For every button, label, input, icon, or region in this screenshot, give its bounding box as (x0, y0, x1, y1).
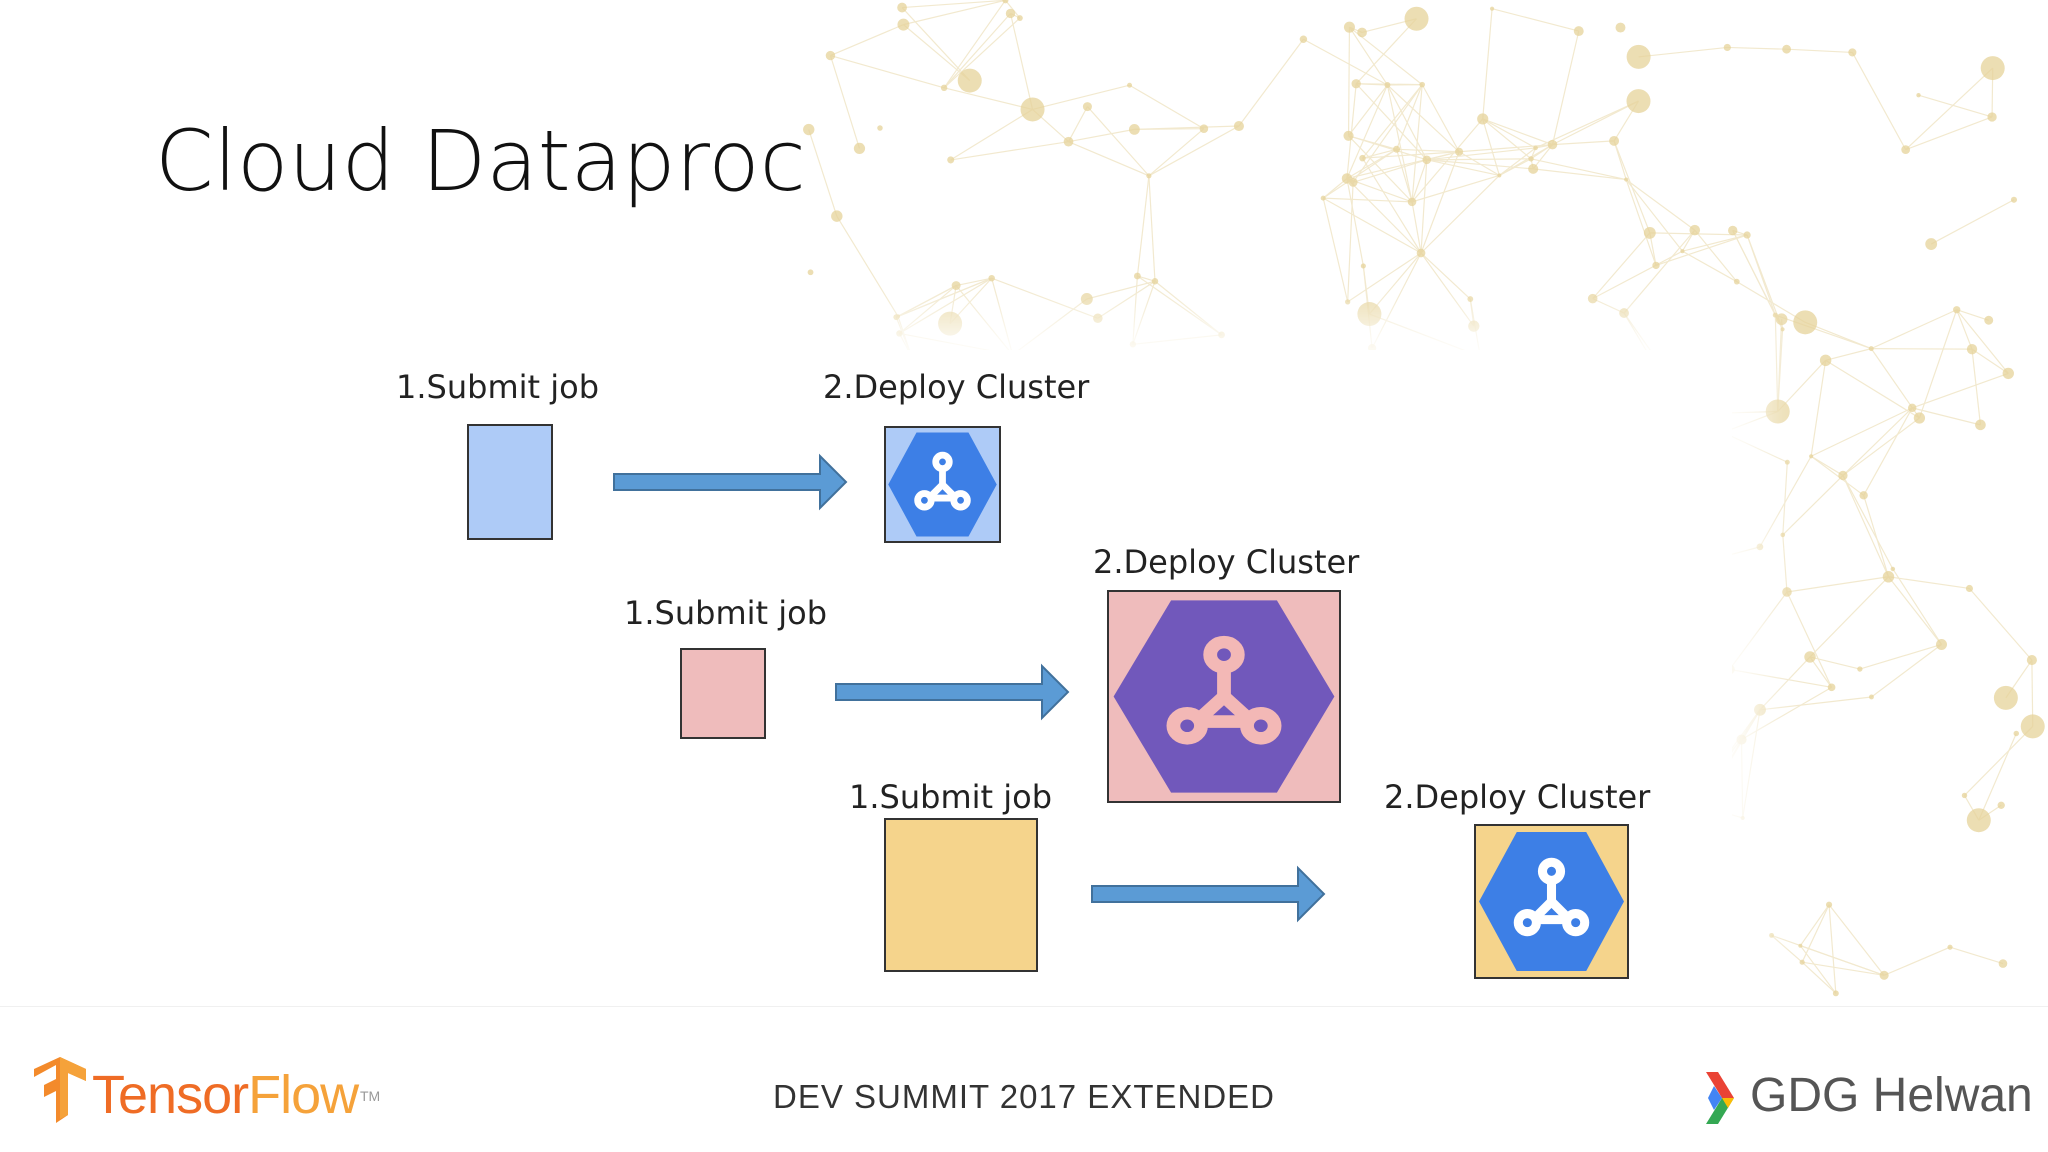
tensorflow-word-part2: Flow (248, 1065, 359, 1125)
row2-deploy-label: 2.Deploy Cluster (1093, 543, 1360, 581)
row3-arrow (1091, 865, 1326, 923)
row2-submit-label: 1.Submit job (624, 594, 827, 632)
row3-deploy-label: 2.Deploy Cluster (1384, 778, 1651, 816)
row2-job-box (680, 648, 766, 739)
row1-job-box (467, 424, 553, 540)
footer-divider (0, 1006, 2048, 1007)
row1-arrow (613, 453, 848, 511)
dataproc-icon (1479, 832, 1624, 971)
dataproc-icon (888, 432, 997, 537)
event-name: DEV SUMMIT 2017 EXTENDED (772, 1078, 1276, 1115)
slide-title: Cloud Dataproc (155, 112, 806, 210)
row2-arrow (835, 663, 1070, 721)
row1-submit-label: 1.Submit job (396, 368, 599, 406)
trademark-mark: TM (360, 1088, 381, 1104)
gdg-chevron-icon (1706, 1072, 1734, 1124)
gdg-helwan-brand: GDG Helwan (1750, 1069, 2033, 1122)
row3-cluster-box (1474, 824, 1629, 979)
tensorflow-wordmark: TensorFlow (92, 1064, 359, 1126)
row1-cluster-box (884, 426, 1001, 543)
row2-cluster-box (1107, 590, 1341, 803)
row1-deploy-label: 2.Deploy Cluster (823, 368, 1090, 406)
row3-job-box (884, 818, 1038, 972)
dataproc-icon (1113, 600, 1335, 793)
tensorflow-word-part1: Tensor (92, 1065, 249, 1125)
tensorflow-icon (34, 1057, 86, 1123)
row3-submit-label: 1.Submit job (849, 778, 1052, 816)
